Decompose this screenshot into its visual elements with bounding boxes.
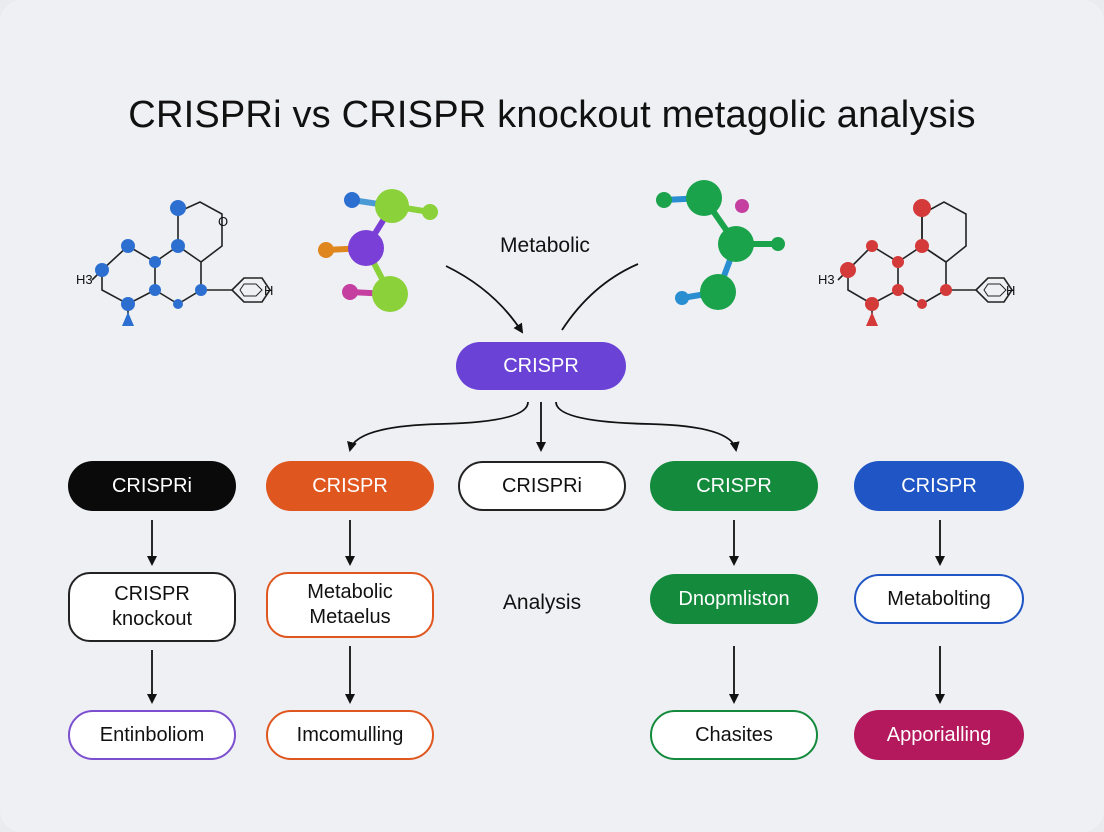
col4-mid-node: Dnopmliston [650,574,818,624]
red-h3-label: H3 [818,272,835,287]
ball-stick-molecule-icon [318,189,438,312]
metabolic-label: Metabolic [500,234,590,257]
analysis-label: Analysis [502,591,582,614]
col4-top-node: CRISPR [650,461,818,511]
col5-bottom-node: Apporialling [854,710,1024,760]
red-h-label: H [1006,283,1015,298]
col2-top-node: CRISPR [266,461,434,511]
col1-top-node: CRISPRi [68,461,236,511]
blue-h3-label: H3 [76,272,93,287]
blue-atoms [95,200,207,326]
col5-top-node: CRISPR [854,461,1024,511]
col2-mid-node: Metabolic Metaelus [266,572,434,638]
col5-mid-node: Metabolting [854,574,1024,624]
arrow-metabolic-to-crispr [445,265,524,334]
center-crispr-node: CRISPR [456,342,626,390]
blue-h-label: H [264,283,273,298]
col2-bottom-node: Imcomulling [266,710,434,760]
diagram-title: CRISPRi vs CRISPR knockout metagolic ana… [128,94,976,136]
col1-bottom-node: Entinboliom [68,710,236,760]
col3-top-node: CRISPRi [458,461,626,511]
curve-molecule-to-crispr [561,263,639,331]
arrow-crispr-to-col4 [555,401,740,452]
col1-mid-node: CRISPR knockout [68,572,236,642]
red-atoms [840,199,952,326]
col4-bottom-node: Chasites [650,710,818,760]
blue-o-label: O [218,214,228,229]
green-ball-stick-molecule-icon [656,180,785,310]
arrow-crispr-to-col2 [347,401,529,452]
